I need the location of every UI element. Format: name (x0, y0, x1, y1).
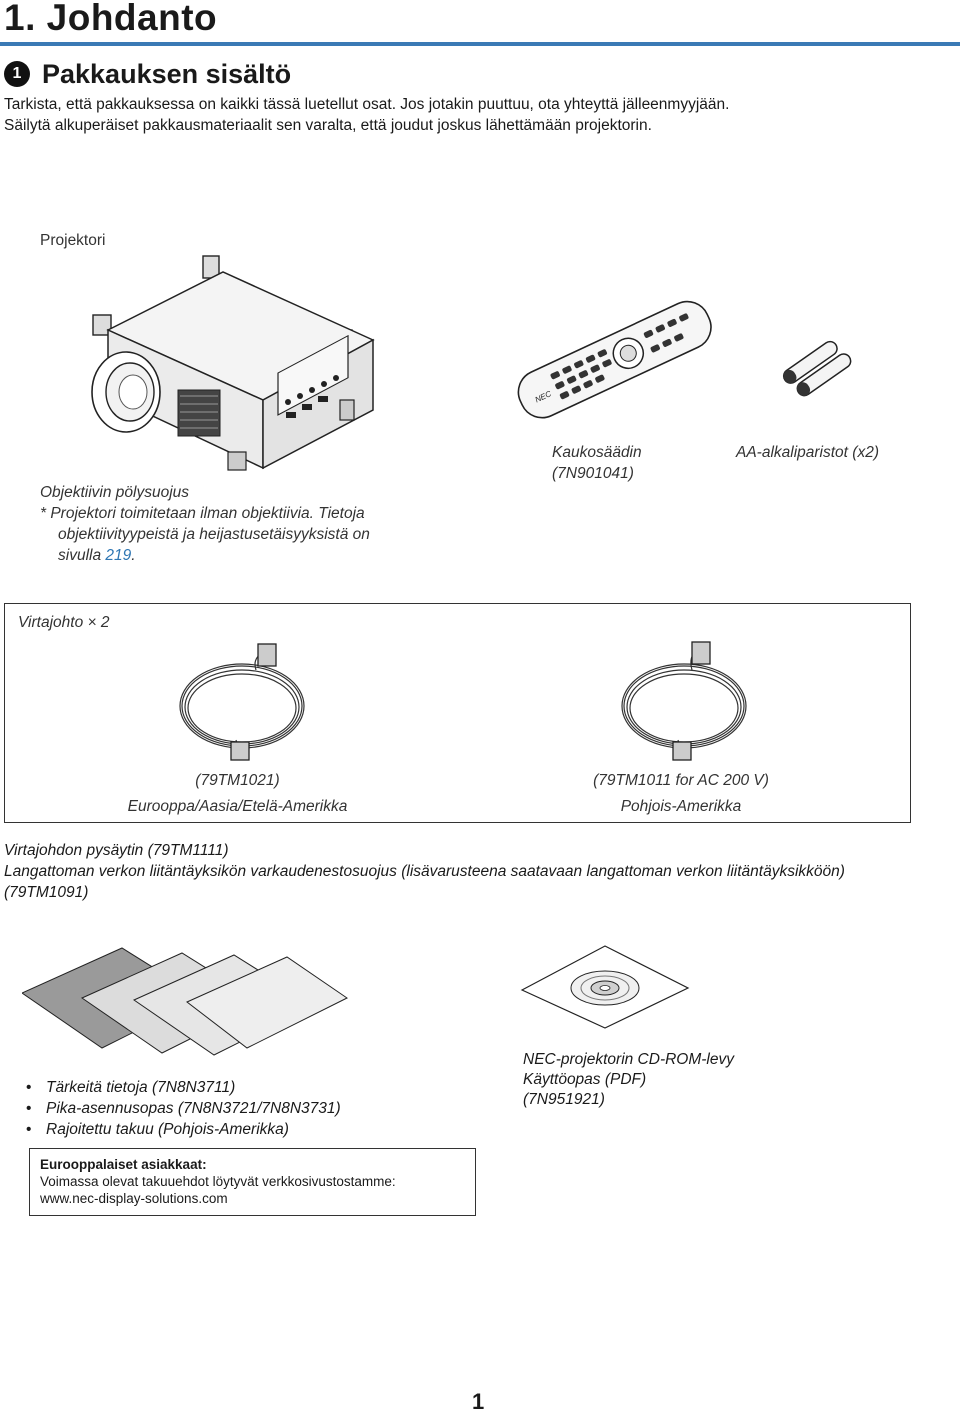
power-cord-na-illustration (621, 641, 747, 761)
documents-illustration (22, 947, 348, 1056)
chapter-rule (0, 42, 960, 46)
intro-line-2: Säilytä alkuperäiset pakkausmateriaalit … (4, 117, 652, 134)
remote-label: Kaukosäädin (7N901041) (552, 442, 642, 484)
note-prefix: sivulla (58, 547, 106, 564)
intro-text: Tarkista, että pakkauksessa on kaikki tä… (4, 94, 954, 136)
list-item: Rajoitettu takuu (Pohjois-Amerikka) (24, 1119, 341, 1140)
power-cord-box (4, 603, 911, 823)
european-customers-box: Eurooppalaiset asiakkaat: Voimassa oleva… (29, 1148, 476, 1216)
notes-line-2: Langattoman verkon liitäntäyksikön varka… (4, 863, 845, 880)
list-item: Tärkeitä tietoja (7N8N3711) (24, 1077, 341, 1098)
cdrom-illustration (520, 945, 690, 1029)
page-219-link[interactable]: 219 (105, 547, 132, 564)
cdrom-line-3: (7N951921) (523, 1091, 605, 1108)
notes-line-1: Virtajohdon pysäytin (79TM1111) (4, 842, 229, 859)
projector-note-line-2: objektiivityypeistä ja heijastusetäisyyk… (58, 526, 370, 543)
remote-control-illustration: NEC (517, 300, 712, 419)
cord-eu-code: (79TM1021) (195, 772, 280, 789)
projector-label: Projektori (40, 232, 106, 249)
projector-note: * Projektori toimitetaan ilman objektiiv… (40, 503, 420, 566)
intro-line-1: Tarkista, että pakkauksessa on kaikki tä… (4, 96, 730, 113)
section-title: Pakkauksen sisältö (42, 58, 292, 89)
section-number-badge: 1 (4, 61, 30, 87)
note-suffix: . (131, 547, 136, 564)
documents-list: Tärkeitä tietoja (7N8N3711) Pika-asennus… (24, 1077, 341, 1140)
cdrom-text: NEC-projektorin CD-ROM-levy Käyttöopas (… (523, 1050, 734, 1110)
projector-illustration (91, 255, 375, 471)
lens-cap-label: Objektiivin pölysuojus (40, 484, 190, 501)
section-heading: 1 Pakkauksen sisältö (4, 56, 291, 92)
remote-code: (7N901041) (552, 465, 634, 482)
cord-na-region: Pohjois-Amerikka (620, 798, 742, 815)
notes-line-3: (79TM1091) (4, 884, 89, 901)
batteries-label: AA-alkaliparistot (x2) (736, 444, 879, 461)
batteries-illustration (782, 340, 852, 397)
projector-note-line-3: sivulla 219. (40, 545, 420, 566)
cord-na-code: (79TM1011 for AC 200 V) (593, 772, 769, 789)
projector-note-line-1: * Projektori toimitetaan ilman objektiiv… (40, 505, 365, 522)
chapter-title: 1. Johdanto (4, 0, 218, 38)
eu-heading: Eurooppalaiset asiakkaat: (40, 1157, 207, 1172)
cord-eu-region: Eurooppa/Aasia/Etelä-Amerikka (127, 798, 348, 815)
power-cord-title: Virtajohto × 2 (18, 614, 110, 631)
remote-name: Kaukosäädin (552, 444, 642, 461)
page-number: 1 (472, 1389, 485, 1414)
eu-line-1: Voimassa olevat takuuehdot löytyvät verk… (40, 1174, 396, 1189)
accessory-notes: Virtajohdon pysäytin (79TM1111) Langatto… (4, 840, 954, 903)
eu-website-link[interactable]: www.nec-display-solutions.com (40, 1191, 228, 1206)
cdrom-line-2: Käyttöopas (PDF) (523, 1071, 647, 1088)
cdrom-line-1: NEC-projektorin CD-ROM-levy (523, 1051, 734, 1068)
list-item: Pika-asennusopas (7N8N3721/7N8N3731) (24, 1098, 341, 1119)
power-cord-eu-illustration (179, 643, 305, 761)
